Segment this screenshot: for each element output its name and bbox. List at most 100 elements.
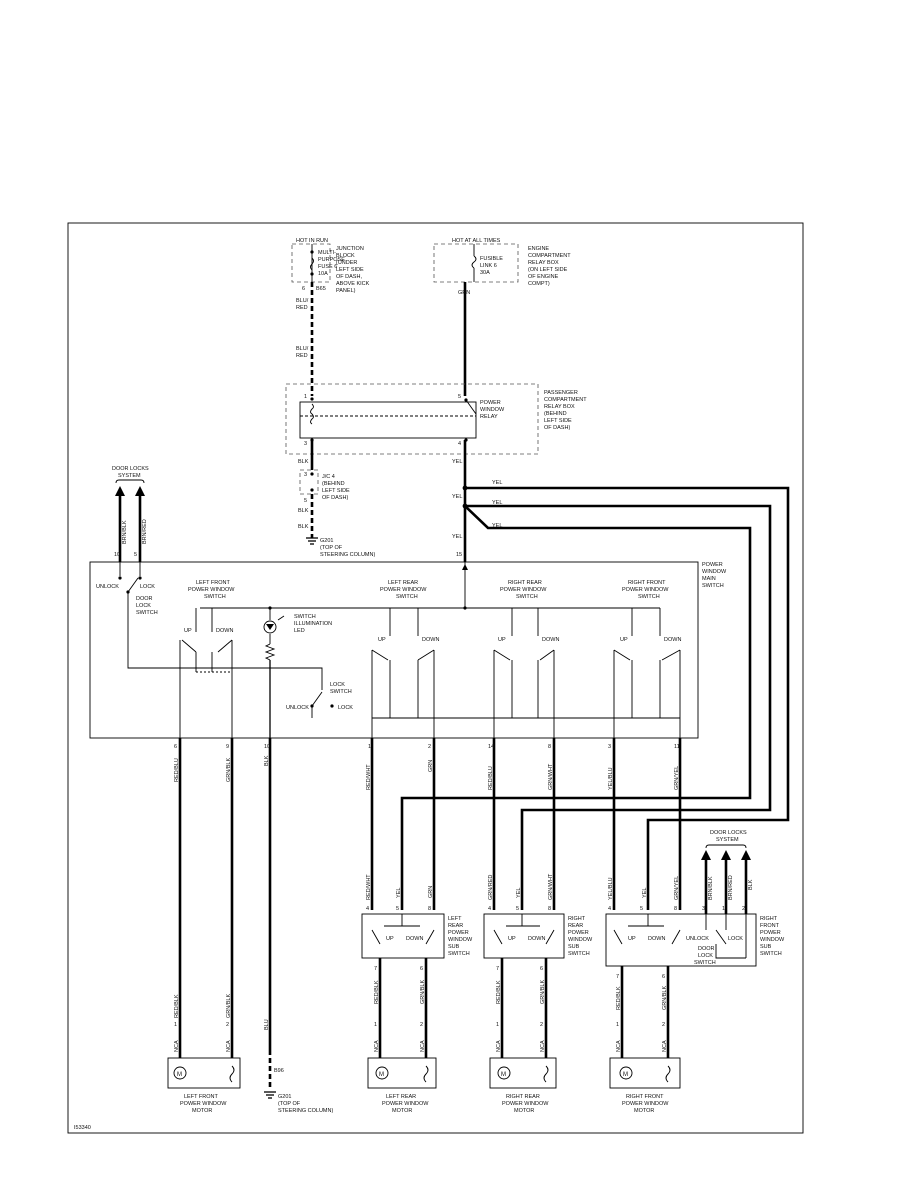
svg-text:GRN/RED: GRN/RED: [488, 875, 494, 900]
svg-text:(ON LEFT SIDE: (ON LEFT SIDE: [528, 267, 568, 273]
svg-text:GRN/WHT: GRN/WHT: [548, 873, 554, 900]
arrow-up-icon: [701, 850, 711, 860]
svg-text:POWER: POWER: [760, 930, 781, 936]
svg-text:POWER: POWER: [702, 562, 723, 568]
svg-text:B65: B65: [316, 286, 326, 292]
svg-text:2: 2: [662, 1022, 665, 1028]
svg-text:BRN/RED: BRN/RED: [728, 875, 734, 900]
svg-text:5: 5: [396, 906, 399, 912]
svg-text:LEFT: LEFT: [448, 916, 462, 922]
svg-text:(TOP OF: (TOP OF: [278, 1101, 301, 1107]
svg-text:NCA: NCA: [540, 1040, 546, 1052]
svg-text:LOCK: LOCK: [140, 584, 155, 590]
svg-text:FUSIBLE: FUSIBLE: [480, 256, 503, 262]
svg-text:RED: RED: [296, 353, 308, 359]
svg-text:GRN/YEL: GRN/YEL: [674, 766, 680, 790]
motor-icon: [375, 1066, 389, 1080]
svg-text:BRN/BLK: BRN/BLK: [708, 876, 714, 900]
rf-sub-switch: 4 5 8 3 1 2 UP DOWN UNLOCK LOCK DOOR LOC…: [605, 906, 785, 967]
arrow-up-icon: [741, 850, 751, 860]
svg-text:DOOR: DOOR: [136, 596, 153, 602]
svg-text:5: 5: [134, 552, 137, 558]
svg-text:NCA: NCA: [174, 1040, 180, 1052]
svg-text:UP: UP: [498, 637, 506, 643]
svg-text:HOT AT ALL TIMES: HOT AT ALL TIMES: [452, 238, 501, 244]
svg-text:YEL: YEL: [492, 523, 502, 529]
relay-box: 1 3 5 4 POWER WINDOW RELAY PASSENGER COM…: [285, 383, 587, 455]
wire-yel-rf: [465, 486, 790, 910]
svg-text:(TOP OF: (TOP OF: [320, 545, 343, 551]
svg-text:MULTI-: MULTI-: [318, 250, 336, 256]
svg-text:LINK 6: LINK 6: [480, 263, 497, 269]
ground-g201-top-icon: [306, 537, 318, 545]
lf-window-motor: NCA NCA 1 2 M LEFT FRONT POWER WINDOW MO…: [167, 1022, 241, 1114]
svg-text:1: 1: [368, 744, 371, 750]
svg-text:SUB: SUB: [568, 944, 580, 950]
svg-text:MOTOR: MOTOR: [634, 1108, 654, 1114]
svg-text:UP: UP: [620, 637, 628, 643]
lock-switch: LOCK SWITCH UNLOCK LOCK: [286, 682, 353, 718]
svg-text:8: 8: [548, 744, 551, 750]
svg-text:UNLOCK: UNLOCK: [686, 936, 709, 942]
svg-text:POWER WINDOW: POWER WINDOW: [500, 587, 547, 593]
lr-window-motor: NCA NCA 1 2 M LEFT REAR POWER WINDOW MOT…: [367, 1022, 437, 1114]
motor-icon: [619, 1066, 633, 1080]
svg-text:SWITCH: SWITCH: [136, 610, 158, 616]
svg-text:RIGHT REAR: RIGHT REAR: [506, 1094, 540, 1100]
svg-text:SWITCH: SWITCH: [330, 689, 352, 695]
svg-text:9: 9: [226, 744, 229, 750]
svg-text:GRN: GRN: [458, 290, 470, 296]
svg-text:LEFT SIDE: LEFT SIDE: [544, 418, 572, 424]
svg-text:WINDOW: WINDOW: [702, 569, 727, 575]
svg-text:5: 5: [458, 394, 461, 400]
svg-text:RED/BLU: RED/BLU: [174, 758, 180, 782]
svg-text:POWER WINDOW: POWER WINDOW: [502, 1101, 549, 1107]
svg-text:YEL: YEL: [452, 534, 462, 540]
svg-text:UP: UP: [628, 936, 636, 942]
svg-text:STEERING COLUMN): STEERING COLUMN): [278, 1108, 333, 1114]
diagram-frame: [67, 222, 804, 1134]
svg-text:PURPOSE: PURPOSE: [318, 257, 345, 263]
svg-text:NCA: NCA: [226, 1040, 232, 1052]
svg-text:RED/BLK: RED/BLK: [174, 994, 180, 1018]
rf-window-motor: NCA NCA 1 2 M RIGHT FRONT POWER WINDOW M…: [609, 1022, 681, 1114]
svg-text:3: 3: [608, 744, 611, 750]
svg-text:1: 1: [174, 1022, 177, 1028]
svg-text:RIGHT REAR: RIGHT REAR: [508, 580, 542, 586]
svg-text:10A: 10A: [318, 271, 328, 277]
svg-text:POWER WINDOW: POWER WINDOW: [622, 1101, 669, 1107]
svg-text:SYSTEM: SYSTEM: [118, 473, 141, 479]
svg-text:LOCK: LOCK: [136, 603, 151, 609]
svg-text:SWITCH: SWITCH: [294, 614, 316, 620]
svg-text:POWER WINDOW: POWER WINDOW: [622, 587, 669, 593]
svg-text:LEFT SIDE: LEFT SIDE: [322, 488, 350, 494]
svg-text:JUNCTION: JUNCTION: [336, 246, 364, 252]
svg-text:DOWN: DOWN: [664, 637, 681, 643]
svg-text:MOTOR: MOTOR: [192, 1108, 212, 1114]
svg-text:BLOCK: BLOCK: [336, 253, 355, 259]
svg-text:SWITCH: SWITCH: [694, 960, 716, 966]
svg-text:DOOR LOCKS: DOOR LOCKS: [112, 466, 149, 472]
svg-text:FUSE 6: FUSE 6: [318, 264, 337, 270]
svg-text:DOWN: DOWN: [542, 637, 559, 643]
svg-text:MAIN: MAIN: [702, 576, 716, 582]
rr-sub-switch: 4 5 8 UP DOWN RIGHT REAR POWER WINDOW SU…: [483, 906, 593, 959]
svg-text:OF DASH): OF DASH): [544, 425, 570, 431]
svg-text:UP: UP: [184, 628, 192, 634]
svg-text:POWER: POWER: [448, 930, 469, 936]
svg-text:YEL: YEL: [492, 480, 502, 486]
svg-text:SUB: SUB: [448, 944, 460, 950]
svg-text:6: 6: [174, 744, 177, 750]
svg-text:G201: G201: [320, 538, 333, 544]
svg-text:SWITCH: SWITCH: [516, 594, 538, 600]
svg-text:1: 1: [616, 1022, 619, 1028]
svg-text:LEFT REAR: LEFT REAR: [388, 580, 418, 586]
svg-text:4: 4: [608, 906, 611, 912]
svg-text:MOTOR: MOTOR: [514, 1108, 534, 1114]
svg-text:POWER WINDOW: POWER WINDOW: [380, 587, 427, 593]
svg-text:LEFT SIDE: LEFT SIDE: [336, 267, 364, 273]
svg-text:RED/WHT: RED/WHT: [366, 874, 372, 900]
svg-text:RIGHT: RIGHT: [760, 916, 778, 922]
svg-text:BLU/: BLU/: [296, 346, 309, 352]
